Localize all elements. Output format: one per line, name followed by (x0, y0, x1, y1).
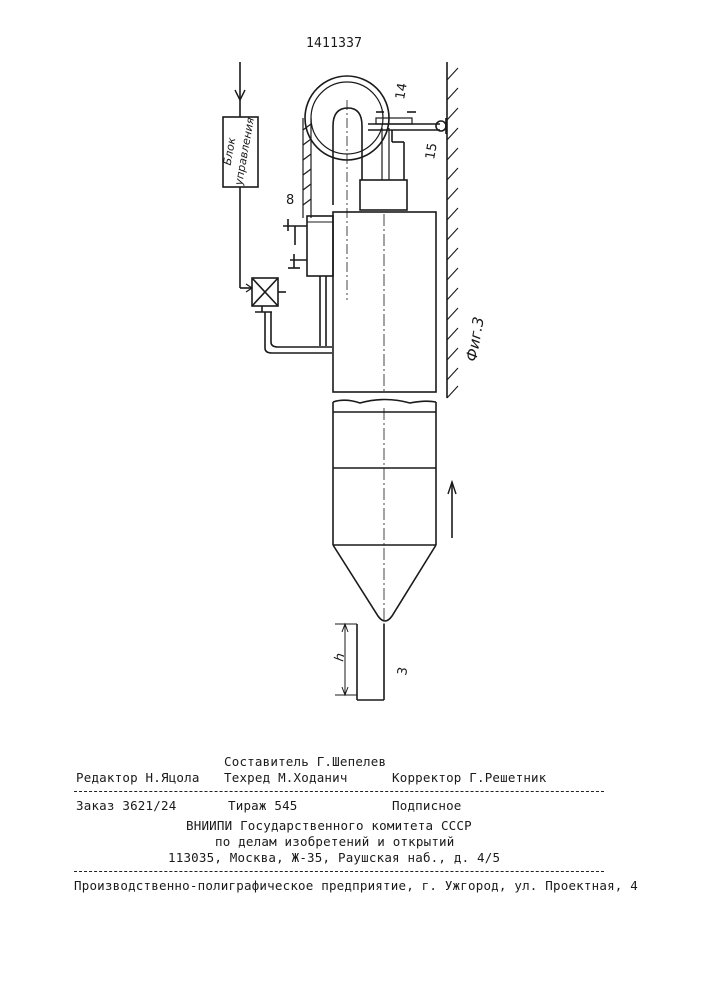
bearing-block (360, 180, 407, 210)
tank (283, 216, 333, 346)
wall (447, 62, 458, 398)
print-run: Тираж 545 (228, 798, 298, 813)
org-line-1: ВНИИПИ Государственного комитета СССР (186, 818, 472, 833)
label-h: h (332, 652, 348, 663)
printer: Производственно-полиграфическое предприя… (74, 878, 638, 893)
belts (303, 118, 389, 218)
upper-body (333, 212, 436, 392)
compiler: Составитель Г.Шепелев (224, 754, 386, 769)
org-line-2: по делам изобретений и открытий (215, 834, 455, 849)
divider-1 (74, 791, 604, 792)
editor: Редактор Н.Яцола (76, 770, 200, 785)
label-14: 14 (393, 82, 411, 101)
order: Заказ 3621/24 (76, 798, 176, 813)
techred: Техред М.Ходанич (224, 770, 348, 785)
label-15: 15 (423, 142, 441, 161)
pulley (305, 76, 389, 300)
corrector: Корректор Г.Решетник (392, 770, 547, 785)
label-3: 3 (395, 666, 411, 677)
address: 113035, Москва, Ж-35, Раушская наб., д. … (168, 850, 500, 865)
divider-2 (74, 871, 604, 872)
technical-drawing-fig3: Блок управления 14 15 8 3 h Фиг.3 (0, 0, 707, 760)
figure-caption: Фиг.3 (462, 315, 488, 362)
label-8: 8 (286, 193, 294, 208)
subscription: Подписное (392, 798, 462, 813)
direction-arrow (448, 482, 456, 538)
lower-body (333, 400, 436, 631)
